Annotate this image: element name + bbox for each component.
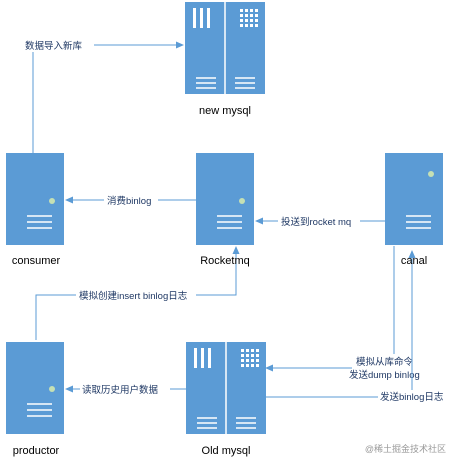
node-label-canal: canal — [401, 255, 427, 267]
node-label-old-mysql: Old mysql — [202, 445, 251, 457]
edge-label-deliver-rocketmq: 投送到rocket mq — [281, 216, 351, 228]
database-server-icon — [186, 342, 266, 434]
node-rocketmq: Rocketmq — [196, 153, 254, 267]
edge-label-read-history: 读取历史用户数据 — [82, 384, 159, 396]
edge-write-new-db: 数据导入新库 — [22, 38, 184, 153]
edge-label-write-new-db: 数据导入新库 — [25, 40, 83, 52]
node-label-consumer: consumer — [12, 255, 61, 267]
server-icon — [6, 342, 64, 434]
server-icon — [385, 153, 443, 245]
server-icon — [6, 153, 64, 245]
node-label-new-mysql: new mysql — [199, 105, 251, 117]
edge-label-slave-dump-2: 发送dump binlog — [349, 369, 420, 381]
node-label-productor: productor — [13, 445, 60, 457]
status-led-icon — [49, 386, 55, 392]
node-label-rocketmq: Rocketmq — [200, 255, 250, 267]
edge-label-send-binlog: 发送binlog日志 — [380, 391, 443, 403]
node-consumer: consumer — [6, 153, 64, 267]
status-led-icon — [49, 198, 55, 204]
edge-label-slave-dump-1: 模拟从库命令 — [356, 356, 414, 368]
node-old-mysql: Old mysql — [186, 342, 266, 457]
node-productor: productor — [6, 342, 64, 457]
edge-label-consume-binlog: 消费binlog — [107, 195, 151, 207]
database-server-icon — [185, 2, 265, 94]
edge-read-history: 读取历史用户数据 — [65, 382, 186, 396]
server-icon — [196, 153, 254, 245]
edge-consume-binlog: 消费binlog — [65, 193, 196, 207]
node-new-mysql: new mysql — [185, 2, 265, 117]
edge-slave-dump: 模拟从库命令 发送dump binlog — [265, 246, 436, 381]
edge-label-simulate-insert-binlog: 模拟创建insert binlog日志 — [79, 290, 187, 302]
edge-send-binlog: 发送binlog日志 — [266, 250, 448, 404]
status-led-icon — [239, 198, 245, 204]
edge-deliver-rocketmq: 投送到rocket mq — [255, 214, 385, 228]
edge-simulate-insert-binlog: 模拟创建insert binlog日志 — [35, 246, 240, 340]
status-led-icon — [428, 171, 434, 177]
node-canal: canal — [385, 153, 443, 267]
watermark-text: @稀土掘金技术社区 — [365, 443, 446, 454]
